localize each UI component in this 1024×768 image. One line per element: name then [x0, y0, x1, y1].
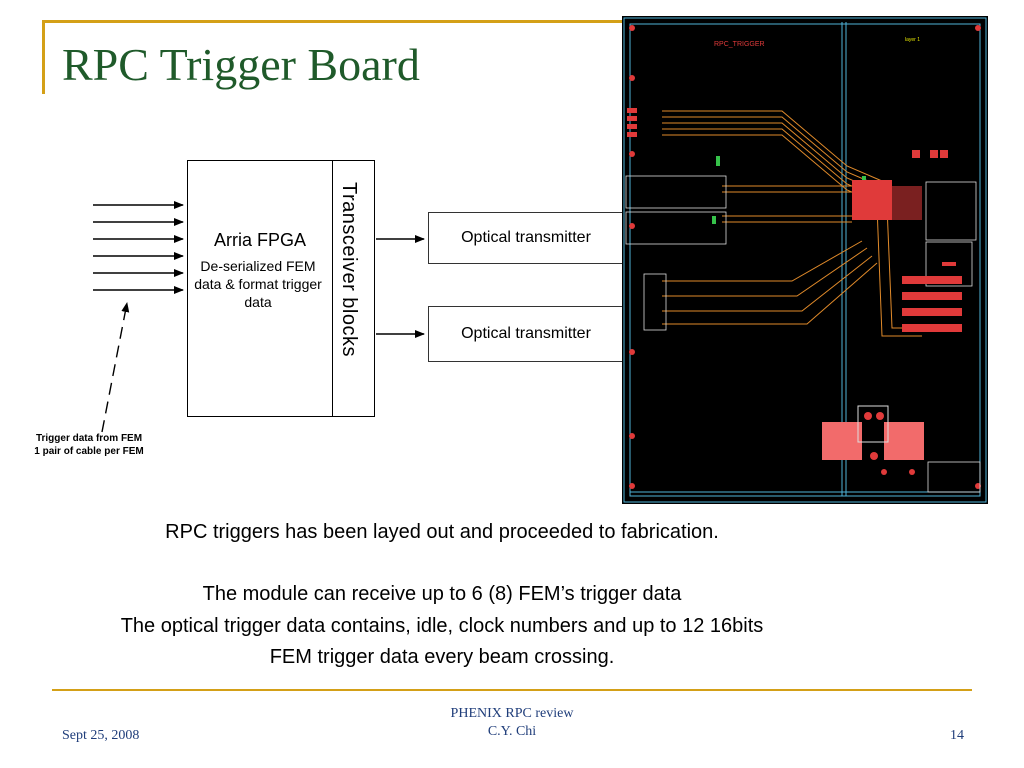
optical-transmitter-1: Optical transmitter	[428, 212, 624, 264]
title-accent-line	[42, 20, 622, 23]
fem-label-line-2: 1 pair of cable per FEM	[34, 446, 144, 457]
title-accent-bar	[42, 20, 45, 94]
pcb-layout-image: RPC_TRIGGER layer 1	[622, 16, 988, 504]
diagram-arrows	[93, 201, 425, 433]
fpga-description: De-serialized FEM data & format trigger …	[194, 258, 322, 310]
fem-label-line-1: Trigger data from FEM	[35, 433, 143, 444]
fpga-name: Arria FPGA	[213, 230, 306, 250]
body-text-line-2: The module can receive up to 6 (8) FEM’s…	[202, 583, 682, 605]
footer-date: Sept 25, 2008	[62, 728, 140, 743]
footer-review-title: PHENIX RPC review	[450, 706, 574, 721]
footer-center-text: PHENIX RPC review C.Y. Chi	[400, 705, 624, 741]
dashed-arrow	[101, 302, 130, 433]
fpga-divider	[332, 160, 333, 417]
page-number: 14	[950, 728, 964, 743]
transceiver-label: Transceiver blocks	[338, 182, 360, 357]
body-text-line-4: FEM trigger data every beam crossing.	[269, 646, 615, 668]
slide-title: RPC Trigger Board	[62, 39, 420, 90]
pcb-corner-label: layer 1	[905, 37, 920, 43]
fpga-block	[187, 160, 375, 417]
footer-author: C.Y. Chi	[487, 724, 537, 739]
body-text-line-3: The optical trigger data contains, idle,…	[120, 615, 764, 637]
body-text-line-1: RPC triggers has been layed out and proc…	[165, 521, 719, 543]
optical-transmitter-2: Optical transmitter	[428, 306, 624, 362]
pcb-drawing: RPC_TRIGGER layer 1	[623, 17, 987, 503]
fem-input-label: Trigger data from FEM 1 pair of cable pe…	[14, 432, 164, 458]
footer-rule	[52, 689, 972, 691]
pcb-board-label: RPC_TRIGGER	[714, 41, 765, 48]
fem-input-arrows	[93, 201, 184, 294]
